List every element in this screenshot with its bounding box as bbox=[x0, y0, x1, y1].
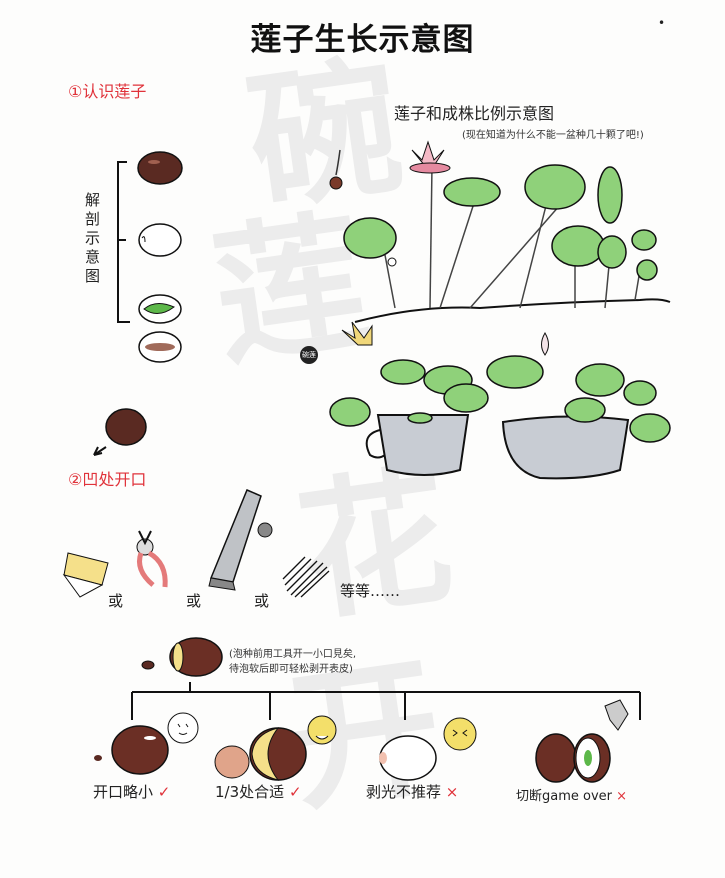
etc-text: 等等…… bbox=[340, 582, 401, 600]
peeled-seed-icon bbox=[138, 223, 182, 257]
section1-label: ①认识莲子 bbox=[68, 82, 147, 101]
or-separator-1: 或 bbox=[108, 592, 124, 610]
notched-seed-icon bbox=[93, 408, 147, 456]
seed-cross-section-icon bbox=[138, 331, 182, 363]
file-icon bbox=[282, 556, 330, 598]
proportion-heading: 莲子和成株比例示意图 bbox=[394, 104, 555, 123]
embryo-seed-icon bbox=[138, 294, 182, 324]
or-separator-2: 或 bbox=[186, 592, 202, 610]
outcome-fully-peeled-icon bbox=[379, 717, 477, 781]
sandpaper-block-icon bbox=[62, 552, 109, 598]
nail-clipper-icon bbox=[208, 489, 273, 591]
outcome-label-1: 开口略小 ✓ bbox=[93, 783, 171, 801]
opened-seed-icon bbox=[141, 637, 223, 677]
or-separator-3: 或 bbox=[254, 592, 270, 610]
section2-label: ②凹处开口 bbox=[68, 470, 147, 489]
outcome-third-opening-icon bbox=[214, 715, 337, 781]
check-icon: ✓ bbox=[157, 783, 171, 801]
anatomy-label: 解剖示意图 bbox=[83, 192, 101, 287]
corner-dot: • bbox=[658, 16, 666, 30]
cross-icon: × bbox=[445, 783, 459, 801]
outcome-label-3: 剥光不推荐 × bbox=[366, 783, 459, 801]
tip-line-2: 待泡软后即可轻松剥开表皮) bbox=[229, 664, 353, 675]
tip-line-1: (泡种前用工具开一小口見矣, bbox=[229, 649, 357, 660]
cross-icon: × bbox=[616, 789, 628, 804]
page-title: 莲子生长示意图 bbox=[250, 22, 475, 58]
pliers-icon bbox=[136, 530, 168, 588]
check-icon: ✓ bbox=[288, 783, 302, 801]
whole-seed-icon bbox=[137, 151, 183, 185]
outcome-label-4: 切断game over × bbox=[516, 789, 628, 804]
proportion-note: (现在知道为什么不能一盆种几十颗了吧!) bbox=[462, 130, 644, 141]
outcome-small-opening-icon bbox=[94, 712, 199, 775]
artist-seal: 碗莲 bbox=[300, 346, 318, 364]
outcome-label-2: 1/3处合适 ✓ bbox=[215, 783, 302, 801]
outcome-cut-apart-icon bbox=[535, 699, 629, 783]
